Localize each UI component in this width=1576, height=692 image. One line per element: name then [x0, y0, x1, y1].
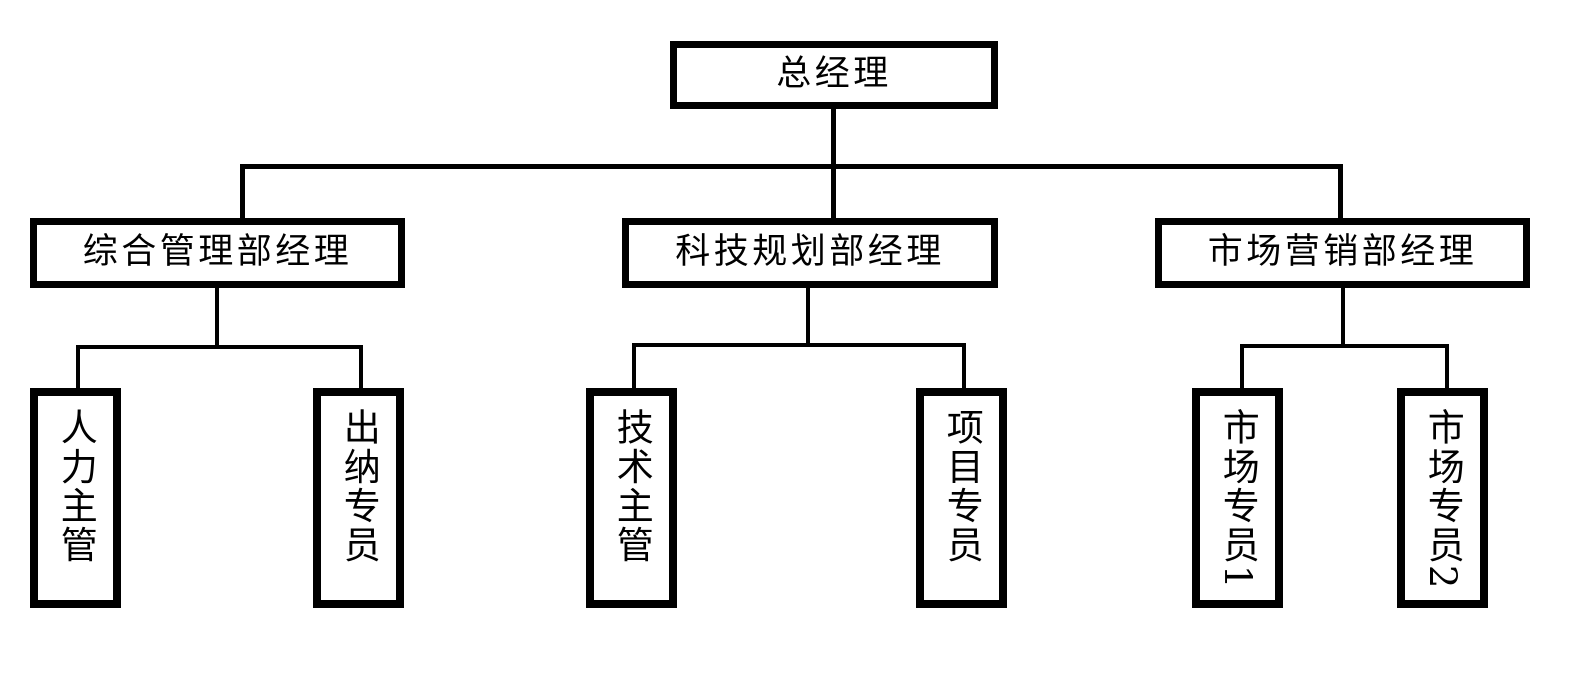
node-admin-dept-manager-label: 综合管理部经理	[82, 232, 353, 273]
node-marketing-dept-manager[interactable]: 市场营销部经理	[1155, 218, 1530, 288]
connector-admin-dept-drop	[215, 288, 219, 348]
node-marketing-specialist-2[interactable]: 市场专员2	[1397, 388, 1488, 608]
node-marketing-specialist-1[interactable]: 市场专员1	[1192, 388, 1283, 608]
node-technical-supervisor-label: 技术主管	[610, 408, 654, 565]
connector-tech-sub-bus	[632, 343, 966, 347]
node-technical-supervisor[interactable]: 技术主管	[586, 388, 677, 608]
connector-root-drop	[831, 108, 836, 168]
node-admin-dept-manager[interactable]: 综合管理部经理	[30, 218, 405, 288]
connector-main-bus	[240, 164, 1343, 169]
connector-to-marketing-specialist-2	[1445, 344, 1449, 390]
node-project-specialist[interactable]: 项目专员	[916, 388, 1007, 608]
connector-tech-dept-drop	[806, 288, 810, 346]
node-tech-planning-dept-manager-label: 科技规划部经理	[675, 232, 945, 273]
node-tech-planning-dept-manager[interactable]: 科技规划部经理	[622, 218, 998, 288]
node-marketing-specialist-1-label: 市场专员1	[1216, 408, 1260, 591]
connector-bus-to-tech-dept	[831, 164, 836, 220]
connector-admin-sub-bus	[76, 345, 363, 349]
node-cashier-specialist-label: 出纳专员	[337, 408, 381, 565]
connector-to-cashier-specialist	[359, 345, 363, 390]
connector-bus-to-admin-dept	[240, 164, 245, 220]
connector-to-hr-supervisor	[76, 345, 80, 390]
node-hr-supervisor-label: 人力主管	[54, 408, 98, 565]
connector-bus-to-marketing-dept	[1338, 164, 1343, 220]
node-cashier-specialist[interactable]: 出纳专员	[313, 388, 404, 608]
node-marketing-specialist-2-label: 市场专员2	[1421, 408, 1465, 591]
node-hr-supervisor[interactable]: 人力主管	[30, 388, 121, 608]
connector-to-project-specialist	[962, 343, 966, 390]
node-general-manager[interactable]: 总经理	[670, 41, 998, 109]
node-marketing-dept-manager-label: 市场营销部经理	[1207, 232, 1478, 273]
connector-to-technical-supervisor	[632, 343, 636, 390]
connector-marketing-dept-drop	[1341, 288, 1345, 346]
connector-to-marketing-specialist-1	[1240, 344, 1244, 390]
connector-marketing-sub-bus	[1240, 344, 1449, 348]
node-project-specialist-label: 项目专员	[940, 408, 984, 565]
node-general-manager-label: 总经理	[776, 54, 892, 95]
